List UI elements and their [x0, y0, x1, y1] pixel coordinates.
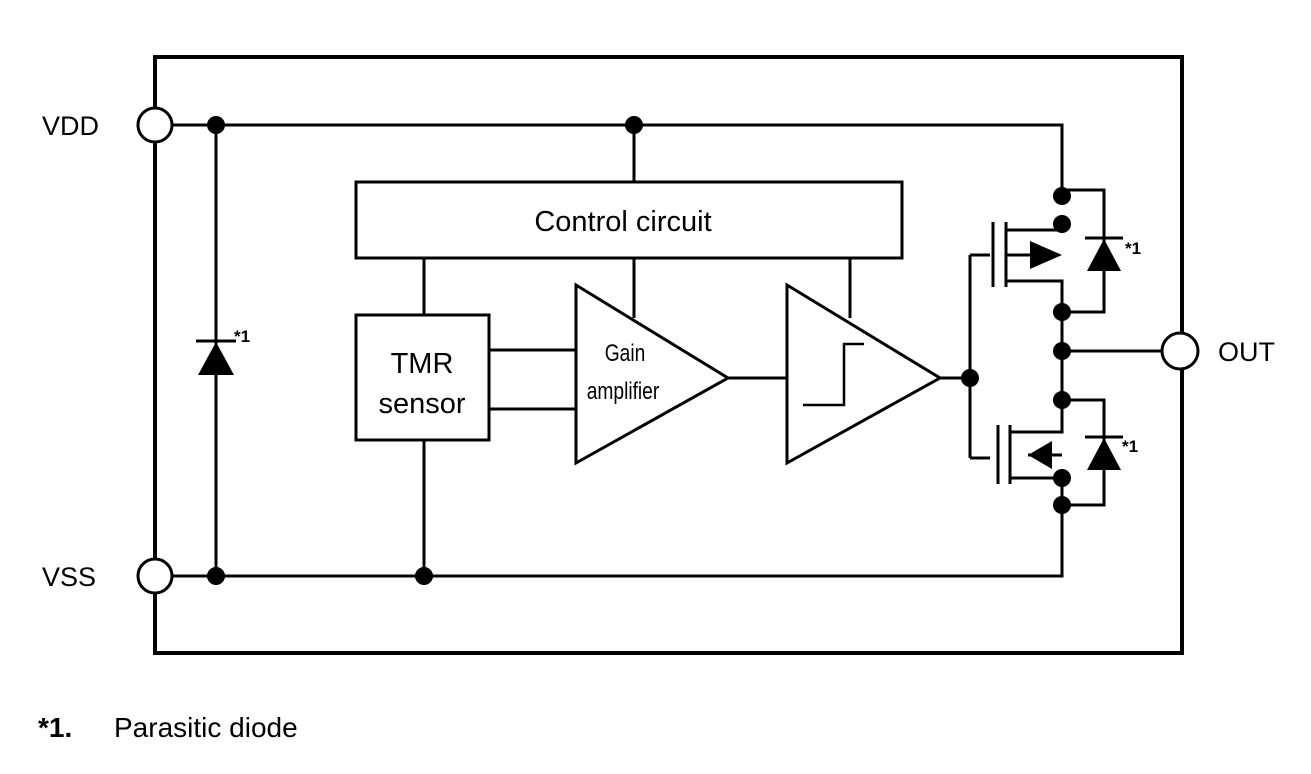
control-circuit-label: Control circuit	[534, 206, 711, 238]
gain-amplifier-label-line1: Gain	[605, 339, 646, 367]
hysteresis-symbol-inner	[803, 342, 864, 407]
gain-amplifier-label-line2: amplifier	[587, 377, 660, 405]
vdd-vss-diode-icon	[196, 339, 236, 375]
tmr-sensor-label-line1: TMR	[391, 348, 454, 380]
nmos-arrow-icon	[1028, 441, 1052, 469]
nmos-diode-icon	[1085, 435, 1123, 470]
out-label: OUT	[1218, 337, 1275, 367]
vdd-label: VDD	[42, 111, 99, 141]
tmr-sensor-label-line2: sensor	[378, 388, 465, 420]
footnote: *1. Parasitic diode	[38, 712, 298, 744]
vss-rail	[172, 505, 1064, 578]
nmos-diode-mark: *1	[1122, 437, 1138, 456]
pmos-arrow-icon	[1030, 241, 1062, 269]
vss-pin-terminal	[136, 557, 174, 595]
pmos-diode-mark: *1	[1125, 239, 1141, 258]
comparator-triangle	[785, 282, 943, 466]
vdd-rail	[172, 123, 1064, 190]
vdd-pin-terminal	[136, 106, 174, 144]
block-diagram: VDD VSS OUT Control circuit TMR sensor G…	[42, 55, 1275, 655]
footnote-text: Parasitic diode	[114, 712, 298, 743]
tmr-sensor-block	[354, 313, 491, 442]
control-circuit-block	[354, 180, 904, 260]
footnote-mark: *1.	[38, 712, 73, 743]
vdd-vss-diode-mark: *1	[234, 327, 250, 346]
junction-dots	[207, 116, 1071, 585]
gain-amplifier-triangle	[574, 282, 731, 466]
vss-label: VSS	[42, 562, 96, 592]
out-pin-terminal	[1160, 331, 1200, 371]
pmos-diode-icon	[1085, 236, 1123, 271]
